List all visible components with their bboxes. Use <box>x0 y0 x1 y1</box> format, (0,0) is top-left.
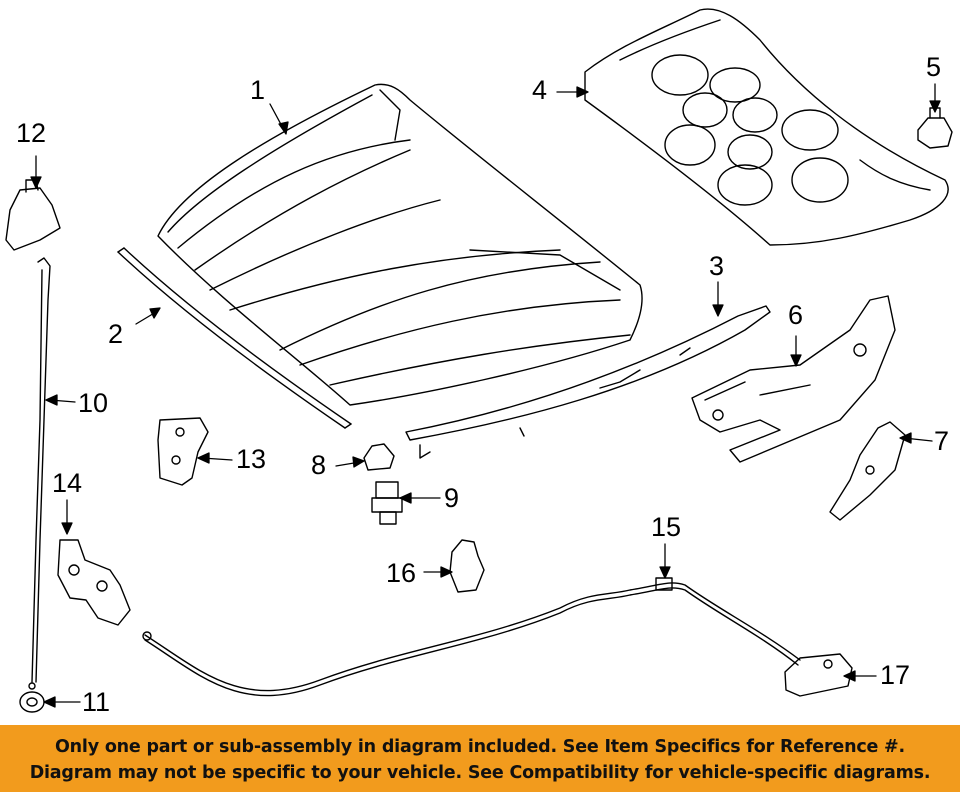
hood-insulator-drawing <box>584 8 949 246</box>
callout-2: 2 <box>108 319 124 349</box>
release-handle-17-drawing <box>784 653 853 697</box>
holder-part-12-drawing <box>5 179 61 251</box>
callout-4: 4 <box>532 75 548 105</box>
notice-banner: Only one part or sub-assembly in diagram… <box>0 725 960 792</box>
callout-9: 9 <box>444 483 460 513</box>
callout-6: 6 <box>788 300 804 330</box>
notice-line-2: Diagram may not be specific to your vehi… <box>29 763 931 783</box>
grommet-part-11-drawing <box>19 691 45 713</box>
callout-3: 3 <box>709 251 725 281</box>
hinge-part-6-drawing <box>691 295 896 463</box>
hood-parts-diagram <box>5 8 953 713</box>
callout-10: 10 <box>78 388 109 418</box>
clip-part-5-drawing <box>917 107 953 149</box>
callout-1: 1 <box>250 75 266 105</box>
bumper-part-9-drawing <box>371 481 403 525</box>
callout-17: 17 <box>880 660 911 690</box>
release-cable-15-drawing <box>142 577 801 697</box>
callout-15: 15 <box>651 512 682 542</box>
hood-seal-drawing <box>117 247 352 429</box>
hood-panel-drawing <box>157 83 643 406</box>
callout-14: 14 <box>52 468 83 498</box>
prop-rod-10-drawing <box>28 257 51 690</box>
latch-part-14-drawing <box>57 539 131 626</box>
leader-arrows <box>30 83 941 708</box>
hood-rear-seal-drawing <box>405 305 771 459</box>
callout-7: 7 <box>934 426 950 456</box>
hinge-bracket-7-drawing <box>829 421 906 521</box>
notice-line-1: Only one part or sub-assembly in diagram… <box>55 737 905 757</box>
callout-11: 11 <box>82 687 111 717</box>
callout-8: 8 <box>311 450 327 480</box>
callout-5: 5 <box>926 52 942 82</box>
callout-12: 12 <box>16 118 47 148</box>
callout-13: 13 <box>236 444 267 474</box>
bracket-part-13-drawing <box>157 417 209 486</box>
callout-16: 16 <box>386 558 417 588</box>
clip-part-16-drawing <box>449 539 485 593</box>
grommet-part-8-drawing <box>363 443 395 471</box>
